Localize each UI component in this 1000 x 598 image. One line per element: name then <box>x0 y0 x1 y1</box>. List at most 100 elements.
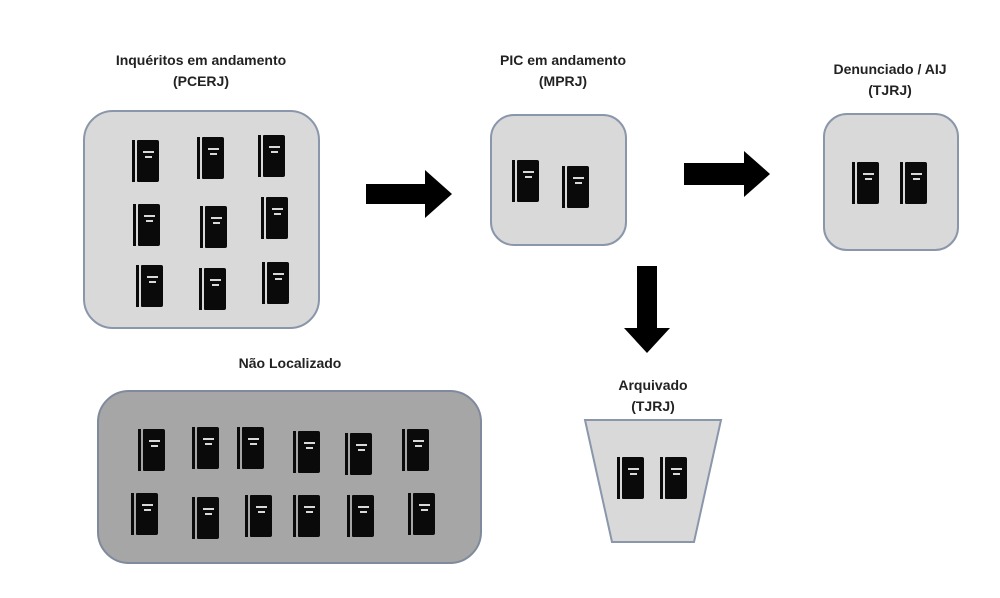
arrow-inqueritos-to-pic <box>366 170 452 218</box>
arrow-pic-to-denunciado <box>684 151 770 197</box>
case-file-spine <box>192 497 195 539</box>
node-pic-box <box>490 114 627 246</box>
case-file-spine <box>136 265 139 307</box>
case-file-cover <box>143 429 165 471</box>
case-file-l2 <box>415 445 422 447</box>
case-file-l2 <box>146 220 153 222</box>
case-file-icon <box>293 431 320 473</box>
case-file-l2 <box>213 222 220 224</box>
case-file-spine <box>617 457 620 499</box>
case-file-cover <box>263 135 285 177</box>
case-file-icon <box>660 457 687 499</box>
case-file-icon <box>245 495 272 537</box>
label-pic: PIC em andamento (MPRJ) <box>478 50 648 92</box>
case-file-l1 <box>144 215 155 217</box>
case-file-l1 <box>208 148 219 150</box>
case-file-cover <box>242 427 264 469</box>
label-denunciado-title: Denunciado / AIJ <box>833 61 947 77</box>
case-file-l1 <box>419 504 430 506</box>
case-file-l2 <box>358 449 365 451</box>
case-file-cover <box>407 429 429 471</box>
case-file-l2 <box>151 445 158 447</box>
case-file-icon <box>562 166 589 208</box>
case-file-l2 <box>271 151 278 153</box>
case-file-l1 <box>210 279 221 281</box>
label-inqueritos: Inquéritos em andamento (PCERJ) <box>96 50 306 92</box>
case-file-l2 <box>258 511 265 513</box>
case-file-icon <box>345 433 372 475</box>
case-file-spine <box>192 427 195 469</box>
case-file-l2 <box>421 509 428 511</box>
case-file-l2 <box>913 178 920 180</box>
case-file-spine <box>562 166 565 208</box>
case-file-icon <box>852 162 879 204</box>
case-file-icon <box>261 197 288 239</box>
case-file-icon <box>138 429 165 471</box>
case-file-l1 <box>147 276 158 278</box>
case-file-spine <box>197 137 200 179</box>
label-nao-localizado-title: Não Localizado <box>238 355 342 371</box>
case-file-icon <box>199 268 226 310</box>
case-file-l1 <box>272 208 283 210</box>
label-arquivado-title: Arquivado <box>618 377 688 393</box>
case-file-l1 <box>304 506 315 508</box>
label-pic-title: PIC em andamento <box>499 52 627 68</box>
case-file-l2 <box>210 153 217 155</box>
case-file-cover <box>267 262 289 304</box>
case-file-l1 <box>523 171 534 173</box>
case-file-l2 <box>205 513 212 515</box>
case-file-icon <box>512 160 539 202</box>
case-file-icon <box>192 427 219 469</box>
case-file-l1 <box>863 173 874 175</box>
case-file-cover <box>905 162 927 204</box>
case-file-spine <box>200 206 203 248</box>
case-file-l1 <box>203 438 214 440</box>
case-file-l2 <box>306 447 313 449</box>
case-file-l1 <box>142 504 153 506</box>
case-file-cover <box>567 166 589 208</box>
case-file-l1 <box>256 506 267 508</box>
case-file-spine <box>131 493 134 535</box>
case-file-l2 <box>525 176 532 178</box>
case-file-l1 <box>304 442 315 444</box>
case-file-icon <box>262 262 289 304</box>
node-denunciado-box <box>823 113 959 251</box>
case-file-spine <box>408 493 411 535</box>
case-file-l2 <box>149 281 156 283</box>
case-file-spine <box>347 495 350 537</box>
case-file-cover <box>197 427 219 469</box>
case-file-icon <box>237 427 264 469</box>
case-file-cover <box>250 495 272 537</box>
case-file-icon <box>132 140 159 182</box>
case-file-cover <box>137 140 159 182</box>
case-file-spine <box>138 429 141 471</box>
label-arquivado: Arquivado (TJRJ) <box>583 375 723 417</box>
case-file-spine <box>262 262 265 304</box>
case-file-l1 <box>269 146 280 148</box>
node-nao-localizado-box <box>97 390 482 564</box>
case-file-l2 <box>145 156 152 158</box>
case-file-cover <box>350 433 372 475</box>
case-file-l2 <box>865 178 872 180</box>
case-file-icon <box>258 135 285 177</box>
case-file-cover <box>204 268 226 310</box>
case-file-spine <box>132 140 135 182</box>
case-file-icon <box>131 493 158 535</box>
case-file-l2 <box>274 213 281 215</box>
case-file-l2 <box>673 473 680 475</box>
case-file-icon <box>617 457 644 499</box>
case-file-spine <box>133 204 136 246</box>
label-inqueritos-subtitle: (PCERJ) <box>172 73 229 89</box>
case-file-l2 <box>360 511 367 513</box>
case-file-cover <box>138 204 160 246</box>
case-file-l2 <box>205 443 212 445</box>
case-file-l1 <box>143 151 154 153</box>
case-file-spine <box>852 162 855 204</box>
case-file-cover <box>352 495 374 537</box>
case-file-spine <box>199 268 202 310</box>
node-arquivado-trapezoid <box>583 419 723 543</box>
case-file-icon <box>200 206 227 248</box>
case-file-cover <box>298 495 320 537</box>
case-file-spine <box>402 429 405 471</box>
